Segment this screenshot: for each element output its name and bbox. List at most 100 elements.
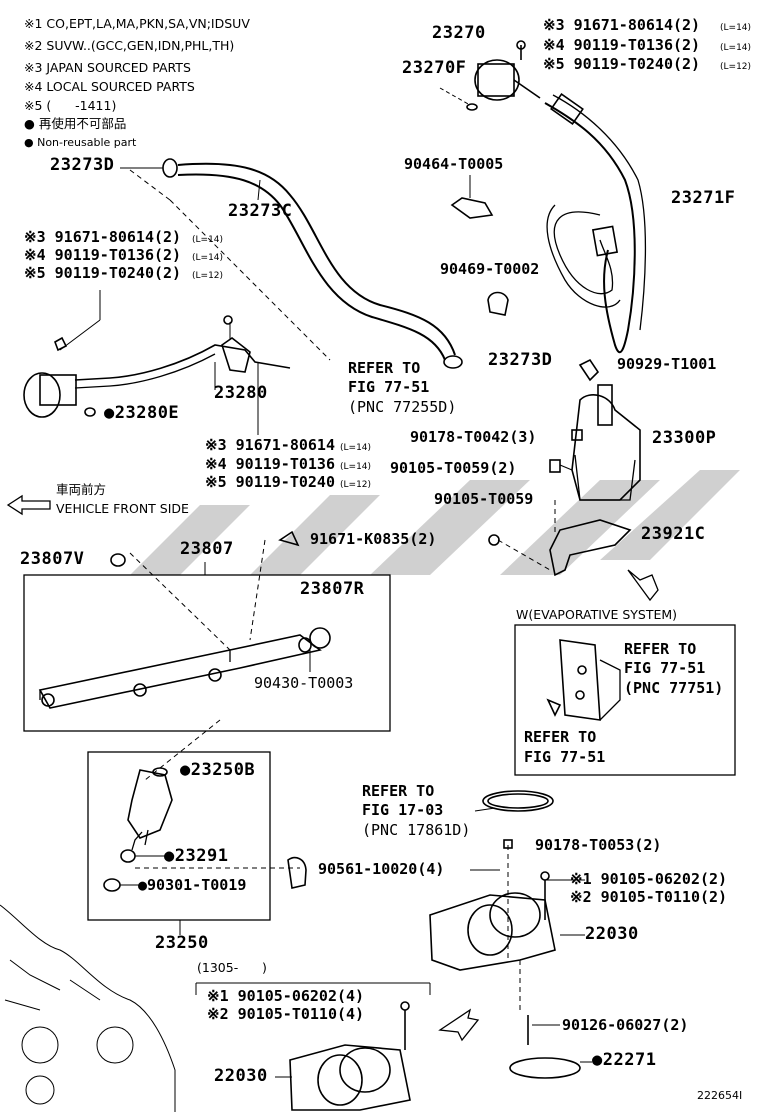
note-7: ● Non-reusable part (24, 136, 137, 149)
label-23291: 23291 (164, 846, 229, 866)
label-90464: 90464-T0005 (404, 155, 504, 173)
label-22030a: 22030 (585, 924, 639, 944)
front-label-jp: 車両前方 (56, 482, 107, 497)
label-23300p: 23300P (652, 428, 717, 448)
w-ref2-b: FIG 77-51 (524, 748, 606, 766)
refer1-b: FIG 77-51 (348, 378, 430, 396)
label-23270f: 23270F (402, 58, 467, 78)
label-90126: 90126-06027(2) (562, 1016, 689, 1034)
label-lb-a: ※1 90105-06202(4) (207, 987, 365, 1005)
label-bl-b-len: (L=14) (340, 462, 372, 472)
non-reusable-mark (104, 403, 115, 423)
engine-sketch (0, 904, 176, 1112)
bracket-23921c (549, 519, 632, 577)
label-90105b: 90105-T0059 (434, 490, 534, 508)
hose-23271f-inner (552, 94, 647, 331)
label-tr-c: ※5 90119-T0240(2) (543, 55, 701, 73)
refer1-c: (PNC 77255D) (348, 398, 457, 416)
w-ref1-a: REFER TO (624, 640, 697, 658)
label-23250b-text: 23250B (190, 760, 256, 780)
non-reusable-mark (592, 1050, 603, 1070)
fuel-rail (38, 634, 322, 709)
w-ref2-a: REFER TO (524, 728, 597, 746)
illustration-number: 222654I (697, 1089, 743, 1102)
label-bl-a: ※3 91671-80614 (205, 436, 335, 454)
note-5: ※5 ( -1411) (24, 98, 117, 113)
note-6: ● 再使用不可部品 (24, 116, 127, 131)
label-ml-b-len: (L=14) (192, 253, 224, 263)
label-22271-text: 22271 (602, 1050, 657, 1070)
label-ml-a: ※3 91671-80614(2) (24, 228, 182, 246)
label-23280: 23280 (214, 383, 268, 403)
front-label-en: VEHICLE FRONT SIDE (56, 501, 189, 516)
box-evaporative (514, 624, 736, 776)
label-23807v: 23807V (20, 549, 85, 569)
label-tr-a: ※3 91671-80614(2) (543, 16, 701, 34)
label-23921c: 23921C (641, 524, 706, 544)
vsv-23280 (23, 372, 61, 418)
label-23271f: 23271F (671, 188, 736, 208)
gasket-22271 (509, 1057, 581, 1079)
hose-23271f (544, 102, 636, 354)
clip-90464 (450, 197, 494, 219)
label-90430: 90430-T0003 (254, 674, 354, 692)
label-bl-c: ※5 90119-T0240 (205, 473, 335, 491)
hose-23273c (177, 162, 456, 356)
clip-90469 (487, 291, 509, 316)
box-23807 (23, 574, 391, 732)
label-ml-a-len: (L=14) (192, 235, 224, 245)
refer2-a: REFER TO (362, 782, 435, 800)
injector-23250 (127, 769, 173, 839)
label-90178a: 90178-T0042(3) (410, 428, 537, 446)
label-23280e: 23280E (104, 403, 179, 423)
label-ml-c: ※5 90119-T0240(2) (24, 264, 182, 282)
label-23250: 23250 (155, 933, 209, 953)
refer2-b: FIG 17-03 (362, 801, 444, 819)
label-tr-b: ※4 90119-T0136(2) (543, 36, 701, 54)
refer2-c: (PNC 17861D) (362, 821, 471, 839)
label-bl-a-len: (L=14) (340, 443, 372, 453)
box-23250 (87, 751, 271, 921)
hose-loop (553, 211, 614, 295)
label-23273d-b: 23273D (488, 350, 553, 370)
label-91671k: 91671-K0835(2) (310, 530, 437, 548)
note-4: ※4 LOCAL SOURCED PARTS (24, 79, 195, 94)
vsv-23270 (474, 59, 520, 101)
label-rr-b: ※2 90105-T0110(2) (570, 888, 728, 906)
label-bl-c-len: (L=12) (340, 480, 372, 490)
label-23807: 23807 (180, 539, 234, 559)
label-23291-text: 23291 (174, 846, 229, 866)
throttle-body-22030a (429, 894, 556, 971)
label-90301-text: 90301-T0019 (147, 876, 247, 894)
label-22271: 22271 (592, 1050, 657, 1070)
note-1: ※1 CO,EPT,LA,MA,PKN,SA,VN;IDSUV (24, 16, 250, 31)
label-23807r: 23807R (300, 579, 365, 599)
label-ml-b: ※4 90119-T0136(2) (24, 246, 182, 264)
label-rr-a: ※1 90105-06202(2) (570, 870, 728, 888)
w-ref1-c: (PNC 77751) (624, 679, 724, 697)
refer1-a: REFER TO (348, 359, 421, 377)
non-reusable-mark (138, 876, 147, 894)
w-ref1-b: FIG 77-51 (624, 659, 706, 677)
label-23273c: 23273C (228, 201, 293, 221)
label-90561: 90561-10020(4) (318, 860, 445, 878)
label-90301: 90301-T0019 (138, 876, 247, 894)
label-tr-c-len: (L=12) (720, 62, 752, 72)
throttle-body-22030b (289, 1044, 411, 1111)
note-3: ※3 JAPAN SOURCED PARTS (24, 60, 191, 75)
label-90105a: 90105-T0059(2) (390, 459, 517, 477)
non-reusable-mark (164, 846, 175, 866)
connector-top (550, 93, 584, 125)
note-2: ※2 SUVW..(GCC,GEN,IDN,PHL,TH) (24, 38, 235, 53)
label-range: (1305- ) (197, 960, 267, 975)
label-bl-b: ※4 90119-T0136 (205, 455, 335, 473)
label-tr-a-len: (L=14) (720, 23, 752, 33)
label-lb-b: ※2 90105-T0110(4) (207, 1005, 365, 1023)
watermark (130, 470, 740, 575)
label-23250b: 23250B (180, 760, 256, 780)
evap-box-title: W(EVAPORATIVE SYSTEM) (516, 607, 678, 622)
label-22030b: 22030 (214, 1066, 268, 1086)
gasket-17861d (482, 790, 554, 812)
